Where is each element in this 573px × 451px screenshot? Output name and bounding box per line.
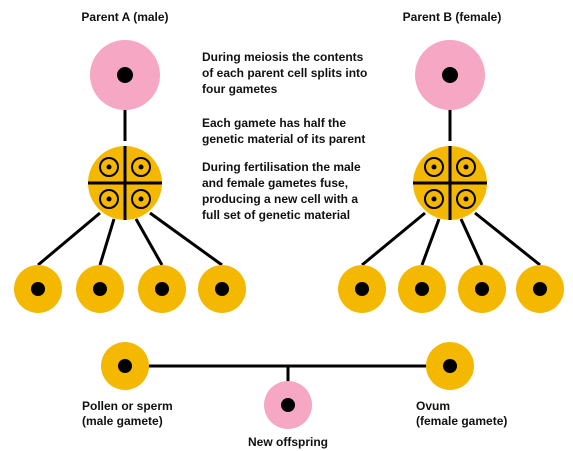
note-line: of each parent cell splits into [202,66,367,80]
offspring-label: New offspring [248,435,328,449]
gamete-b3-line [461,219,482,265]
fertilisation-note: During fertilisation the male and female… [202,160,361,222]
male-gamete-cell [101,342,149,390]
dividing-cell-b [413,146,487,220]
note-line: During meiosis the contents [202,50,364,64]
gamete-b1-line [362,213,425,265]
note-line: full set of genetic material [202,208,350,222]
gamete-a2-line [100,219,114,265]
note-line: four gametes [202,82,278,96]
label-line: Pollen or sperm [82,399,173,413]
half-genetic-note: Each gamete has half the genetic materia… [202,116,365,146]
gamete-cell [14,265,62,313]
gamete-b2-line [422,219,439,265]
gamete-cell [138,265,186,313]
gamete-b4-line [475,213,540,265]
note-line: Each gamete has half the [202,116,346,130]
parent-a-cell [90,40,160,110]
label-line: (female gamete) [416,414,507,428]
note-line: genetic material of its parent [202,132,365,146]
female-gamete-cell [426,342,474,390]
gamete-cell [338,265,386,313]
gamete-cell [516,265,564,313]
gamete-a3-line [136,219,162,265]
parent-a-nucleus [117,67,133,83]
note-line: and female gametes fuse, [202,176,348,190]
female-gamete-label: Ovum (female gamete) [416,399,507,428]
gamete-cell [76,265,124,313]
label-line: (male gamete) [82,414,163,428]
offspring-cell [264,381,312,429]
parent-a-label: Parent A (male) [81,10,168,24]
parent-b-nucleus [442,67,458,83]
note-line: During fertilisation the male [202,160,361,174]
male-gamete-label: Pollen or sperm (male gamete) [82,399,173,428]
gamete-cell [458,265,506,313]
parent-b-label: Parent B (female) [403,10,502,24]
dividing-cell-a [88,146,162,220]
note-line: producing a new cell with a [202,192,358,206]
gamete-cell [398,265,446,313]
label-line: Ovum [416,399,450,413]
parent-b-cell [415,40,485,110]
meiosis-note: During meiosis the contents of each pare… [202,50,367,96]
gamete-a1-line [38,213,100,265]
gamete-cell [198,265,246,313]
